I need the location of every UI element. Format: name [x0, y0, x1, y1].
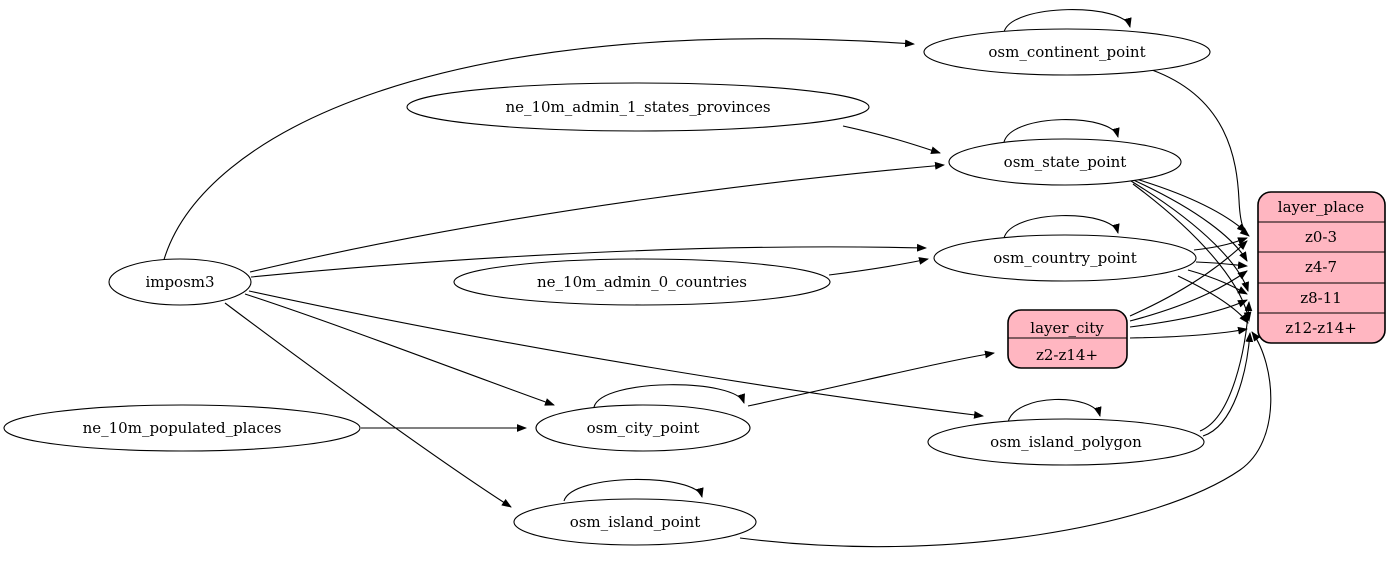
layer_place-row-z4-7: z4-7 [1305, 258, 1337, 276]
imposm3-label: imposm3 [145, 273, 214, 291]
layer_place-title: layer_place [1278, 198, 1365, 216]
layer_city-title: layer_city [1030, 319, 1104, 337]
ne_10m_populated_places-shape [3, 404, 361, 452]
osm_continent_point-shape [923, 28, 1211, 76]
layer_place-row-z8-11: z8-11 [1300, 289, 1342, 307]
edge-layer_city-to-layer_place-z8-11 [1129, 299, 1248, 328]
node-osm_state_point: osm_state_point [948, 138, 1182, 186]
layer_city-box [1007, 309, 1128, 369]
edge-selfloop-osm_island_polygon [1007, 398, 1102, 423]
layer_city-row-z2-z14: z2-z14+ [1036, 346, 1098, 364]
edge-osm_island_polygon-to-layer_place-z12-z14 [1202, 332, 1254, 437]
ne_10m_admin_1_states_provinces-shape [406, 82, 870, 132]
ne_10m_admin_0_countries-shape [453, 258, 831, 306]
edge-imposm3-to-osm_city_point [244, 293, 555, 406]
ne_10m_admin_0_countries-label: ne_10m_admin_0_countries [537, 273, 747, 291]
osm_island_polygon-shape [927, 418, 1205, 466]
edge-osm_country_point-to-layer_place-z8-11 [1187, 269, 1248, 295]
osm_city_point-shape [535, 404, 751, 452]
node-osm_continent_point: osm_continent_point [923, 28, 1211, 76]
edge-selfloop-osm_state_point [1003, 119, 1120, 143]
edge-layer_city-to-layer_place-z4-7 [1129, 270, 1248, 322]
edge-ne_10m_admin_0_countries-to-osm_country_point [828, 257, 929, 276]
node-ne_10m_populated_places: ne_10m_populated_places [3, 404, 361, 452]
node-osm_city_point: osm_city_point [535, 404, 751, 452]
edge-osm_country_point-to-layer_place-z0-3 [1193, 237, 1248, 251]
edge-osm_island_point-to-layer_place-z12-z14 [739, 331, 1272, 548]
osm_state_point-shape [948, 138, 1182, 186]
edge-osm_country_point-to-layer_place-z12-z14 [1177, 275, 1249, 324]
node-osm_country_point: osm_country_point [933, 234, 1197, 282]
layer_place-box [1257, 191, 1386, 344]
edge-osm_island_polygon-to-layer_place-z8-11 [1199, 301, 1253, 432]
edge-selfloop-osm_city_point [593, 384, 745, 408]
edge-imposm3-to-osm_island_point [224, 302, 512, 508]
edge-selfloop-osm_island_point [563, 478, 704, 502]
layer_place-row-z0-3: z0-3 [1305, 228, 1337, 246]
node-ne_10m_admin_0_countries: ne_10m_admin_0_countries [453, 258, 831, 306]
edge-selfloop-osm_continent_point [1003, 9, 1132, 33]
edge-osm_city_point-to-layer_city-z2-z14 [747, 350, 995, 407]
edge-selfloop-osm_country_point [1003, 215, 1120, 239]
edge-layer_city-to-layer_place-z12-z14 [1129, 326, 1248, 339]
osm_country_point-label: osm_country_point [993, 249, 1137, 267]
node-imposm3: imposm3 [108, 258, 252, 306]
ne_10m_admin_1_states_provinces-label: ne_10m_admin_1_states_provinces [505, 98, 770, 116]
edge-imposm3-to-osm_country_point [250, 243, 927, 278]
edge-osm_state_point-to-layer_place-z4-7 [1128, 177, 1248, 262]
layer_place-row-z12-z14: z12-z14+ [1285, 319, 1357, 337]
osm_island_polygon-label: osm_island_polygon [990, 433, 1142, 451]
edge-osm_country_point-to-layer_place-z4-7 [1195, 261, 1248, 270]
osm_state_point-label: osm_state_point [1004, 153, 1127, 171]
edge-osm_state_point-to-layer_place-z8-11 [1130, 180, 1249, 292]
edge-imposm3-to-osm_state_point [249, 161, 945, 273]
node-layer_city: layer_city z2-z14+ [1007, 309, 1128, 369]
edges-layer [162, 9, 1272, 548]
edge-imposm3-to-osm_continent_point [162, 38, 915, 264]
node-ne_10m_admin_1_states_provinces: ne_10m_admin_1_states_provinces [406, 82, 870, 132]
osm_island_point-shape [513, 498, 757, 546]
osm_country_point-shape [933, 234, 1197, 282]
edge-layer_city-to-layer_place-z0-3 [1129, 240, 1248, 317]
osm_continent_point-label: osm_continent_point [988, 43, 1145, 61]
edge-ne_10m_admin_1_states_provinces-to-osm_state_point [842, 125, 941, 154]
node-layer_place: layer_place z0-3 z4-7 z8-11 z12-z14+ [1257, 191, 1386, 344]
osm_city_point-label: osm_city_point [587, 419, 700, 437]
node-osm_island_point: osm_island_point [513, 498, 757, 546]
edge-osm_state_point-to-layer_place-z0-3 [1125, 175, 1247, 233]
node-osm_island_polygon: osm_island_polygon [927, 418, 1205, 466]
edge-imposm3-to-osm_island_polygon [248, 290, 984, 419]
osm_island_point-label: osm_island_point [570, 513, 701, 531]
ne_10m_populated_places-label: ne_10m_populated_places [83, 419, 282, 437]
imposm3-shape [108, 258, 252, 306]
